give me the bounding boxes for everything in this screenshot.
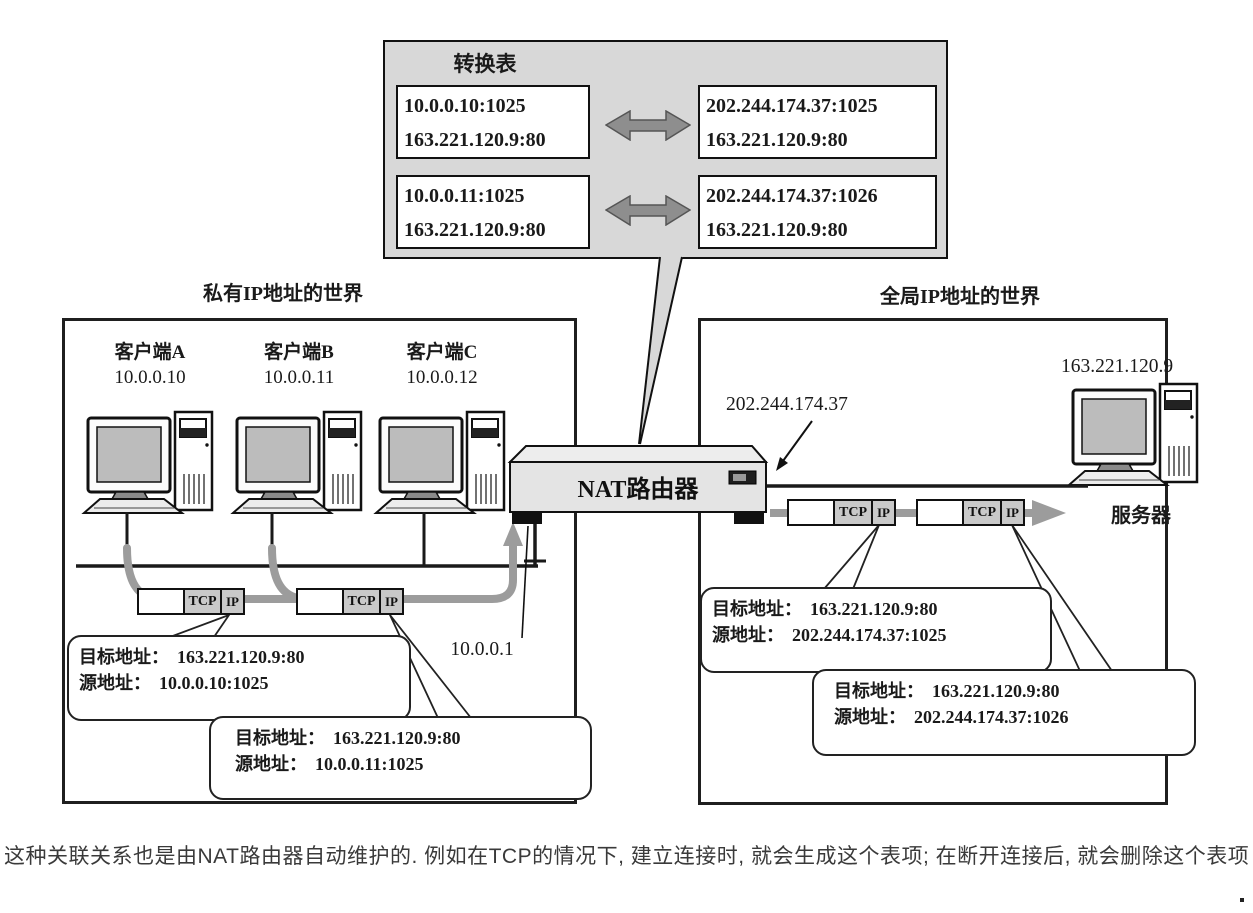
- callout-client-b-packet: 目标地址： 163.221.120.9:80 源地址： 10.0.0.11:1025: [209, 716, 592, 800]
- table-entry-line: 163.221.120.9:80: [404, 219, 546, 241]
- dest-label: 目标地址：: [235, 728, 325, 748]
- client-b-name: 客户端B: [264, 342, 334, 363]
- nat-router: NAT路由器: [507, 445, 769, 524]
- packet-client-a: TCP IP: [137, 588, 245, 615]
- callout-src-line: 源地址： 10.0.0.11:1025: [235, 751, 580, 777]
- packet-payload: [296, 588, 344, 615]
- table-entry-line: 10.0.0.11:1025: [404, 185, 525, 207]
- packet-payload: [137, 588, 185, 615]
- table-entry-global-1: 202.244.174.37:1025 163.221.120.9:80: [698, 85, 937, 159]
- table-entry-global-2: 202.244.174.37:1026 163.221.120.9:80: [698, 175, 937, 249]
- scan-artifact-dot: [1240, 898, 1244, 902]
- client-b-label: 客户端B 10.0.0.11: [209, 340, 389, 390]
- callout-client-a-packet: 目标地址： 163.221.120.9:80 源地址： 10.0.0.10:1025: [67, 635, 411, 721]
- callout-src-line: 源地址： 202.244.174.37:1026: [834, 704, 1184, 730]
- client-b-ip: 10.0.0.11: [263, 367, 335, 388]
- router-private-ip-label: 10.0.0.1: [450, 639, 514, 660]
- dest-value: 163.221.120.9:80: [333, 728, 461, 748]
- src-label: 源地址：: [834, 707, 906, 727]
- bidirectional-arrow-icon: [605, 110, 691, 141]
- global-world-title: 全局IP地址的世界: [880, 286, 1040, 308]
- src-label: 源地址：: [235, 754, 307, 774]
- callout-dest-line: 目标地址： 163.221.120.9:80: [712, 596, 1040, 622]
- src-value: 202.244.174.37:1025: [792, 625, 947, 645]
- client-c-name: 客户端C: [406, 342, 478, 363]
- packet-tcp-header: TCP: [183, 588, 222, 615]
- src-label: 源地址：: [712, 625, 784, 645]
- table-entry-line: 202.244.174.37:1026: [706, 185, 878, 207]
- private-world-title: 私有IP地址的世界: [203, 283, 363, 305]
- callout-translated-packet-1: 目标地址： 163.221.120.9:80 源地址： 202.244.174.37…: [700, 587, 1052, 673]
- packet-tcp-header: TCP: [962, 499, 1002, 526]
- dest-value: 163.221.120.9:80: [932, 681, 1060, 701]
- dest-value: 163.221.120.9:80: [810, 599, 938, 619]
- callout-dest-line: 目标地址： 163.221.120.9:80: [235, 725, 580, 751]
- router-label: NAT路由器: [578, 475, 700, 503]
- translation-table-title: 转换表: [453, 52, 517, 76]
- callout-dest-line: 目标地址： 163.221.120.9:80: [79, 644, 399, 670]
- packet-payload: [916, 499, 964, 526]
- table-entry-private-1: 10.0.0.10:1025 163.221.120.9:80: [396, 85, 590, 159]
- packet-payload: [787, 499, 835, 526]
- client-a-computer-icon: [82, 410, 214, 515]
- table-entry-line: 10.0.0.10:1025: [404, 95, 526, 117]
- server-computer-icon: [1067, 382, 1199, 487]
- client-a-label: 客户端A 10.0.0.10: [60, 340, 240, 390]
- server-label: 服务器: [1111, 505, 1171, 527]
- table-entry-line: 163.221.120.9:80: [706, 129, 848, 151]
- src-value: 10.0.0.11:1025: [315, 754, 424, 774]
- packet-ip-header: IP: [220, 588, 245, 615]
- table-entry-line: 202.244.174.37:1025: [706, 95, 878, 117]
- lan-bus-lines: [76, 512, 546, 568]
- dest-label: 目标地址：: [712, 599, 802, 619]
- global-world-box: [698, 318, 1168, 805]
- src-value: 10.0.0.10:1025: [159, 673, 269, 693]
- packet-client-b: TCP IP: [296, 588, 404, 615]
- table-entry-private-2: 10.0.0.11:1025 163.221.120.9:80: [396, 175, 590, 249]
- caption-text: 这种关联关系也是由NAT路由器自动维护的. 例如在TCP的情况下, 建立连接时,…: [4, 845, 1250, 868]
- dest-label: 目标地址：: [79, 647, 169, 667]
- global-ip-pointer-arrow: [776, 420, 813, 471]
- table-entry-line: 163.221.120.9:80: [706, 219, 848, 241]
- callout-translated-packet-2: 目标地址： 163.221.120.9:80 源地址： 202.244.174.37…: [812, 669, 1196, 756]
- client-a-ip: 10.0.0.10: [114, 367, 186, 388]
- packet-ip-header: IP: [1000, 499, 1025, 526]
- client-c-computer-icon: [374, 410, 506, 515]
- dest-value: 163.221.120.9:80: [177, 647, 305, 667]
- table-entry-line: 163.221.120.9:80: [404, 129, 546, 151]
- client-a-name: 客户端A: [114, 342, 186, 363]
- packet-tcp-header: TCP: [833, 499, 873, 526]
- client-c-ip: 10.0.0.12: [406, 367, 478, 388]
- src-value: 202.244.174.37:1026: [914, 707, 1069, 727]
- packet-translated-2: TCP IP: [916, 499, 1025, 526]
- dest-label: 目标地址：: [834, 681, 924, 701]
- src-label: 源地址：: [79, 673, 151, 693]
- translation-table-panel: 转换表 10.0.0.10:1025 163.221.120.9:80 202.…: [383, 40, 948, 259]
- callout-dest-line: 目标地址： 163.221.120.9:80: [834, 678, 1184, 704]
- packet-ip-header: IP: [379, 588, 404, 615]
- packet-translated-1: TCP IP: [787, 499, 896, 526]
- callout-src-line: 源地址： 10.0.0.10:1025: [79, 670, 399, 696]
- packet-tcp-header: TCP: [342, 588, 381, 615]
- router-global-ip-label: 202.244.174.37: [726, 394, 848, 415]
- private-world-box: [62, 318, 577, 804]
- callout-pointer-tails: [169, 524, 1113, 719]
- private-ip-pointer-line: [521, 525, 529, 639]
- client-b-computer-icon: [231, 410, 363, 515]
- bidirectional-arrow-icon: [605, 195, 691, 226]
- client-c-label: 客户端C 10.0.0.12: [352, 340, 532, 390]
- packet-ip-header: IP: [871, 499, 896, 526]
- callout-src-line: 源地址： 202.244.174.37:1025: [712, 622, 1040, 648]
- server-ip-label: 163.221.120.9: [1060, 356, 1174, 377]
